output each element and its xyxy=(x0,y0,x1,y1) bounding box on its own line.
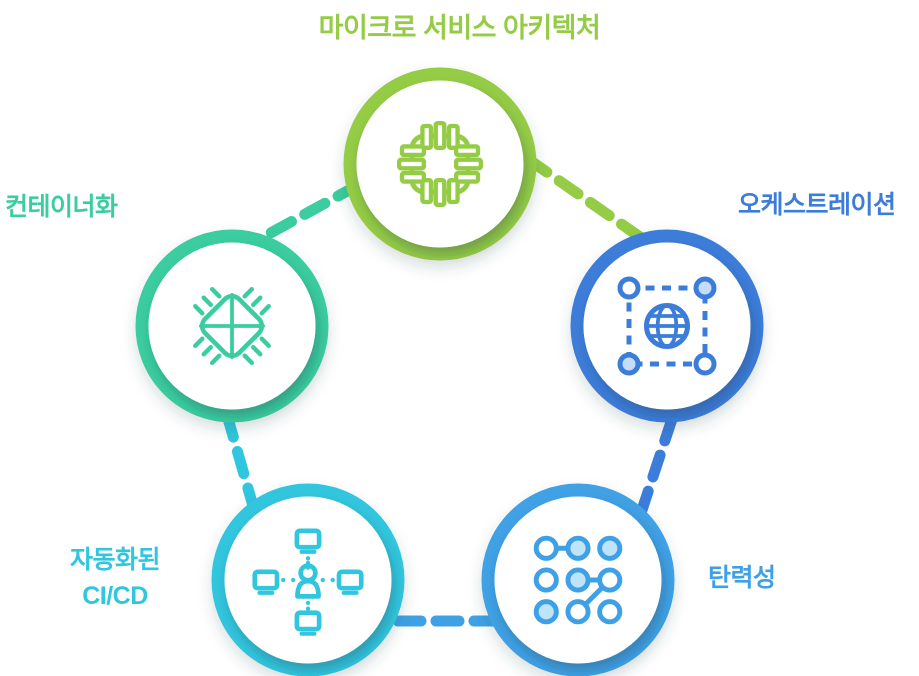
label-automated-cicd: 자동화된 CI/CD xyxy=(69,546,161,610)
label-containerization: 컨테이너화 xyxy=(5,193,118,221)
automation-network-icon xyxy=(252,528,364,636)
node-ring xyxy=(481,483,675,676)
node-elasticity xyxy=(481,483,675,676)
node-ring xyxy=(135,229,329,423)
node-orchestration xyxy=(570,229,764,423)
node-cicd xyxy=(211,483,405,676)
diagram-title: 마이크로 서비스 아키텍처 xyxy=(318,13,601,43)
connector-container-to-top xyxy=(239,177,368,253)
node-microservices xyxy=(343,67,537,261)
label-orchestration: 오케스트레이션 xyxy=(738,191,896,219)
pattern-dots-icon xyxy=(533,535,623,625)
label-elasticity: 탄력성 xyxy=(708,564,776,592)
node-ring xyxy=(343,67,537,261)
container-chip-icon xyxy=(193,287,271,365)
connector-top-to-orchestration xyxy=(522,153,656,250)
node-ring xyxy=(570,229,764,423)
microservice-chip-icon xyxy=(396,120,484,208)
globe-selection-icon xyxy=(617,276,717,376)
connector-orchestration-to-elastic xyxy=(635,413,678,519)
node-containerization xyxy=(135,229,329,423)
node-ring xyxy=(211,483,405,676)
node-face xyxy=(356,80,524,248)
connector-container-to-cicd xyxy=(221,409,259,512)
